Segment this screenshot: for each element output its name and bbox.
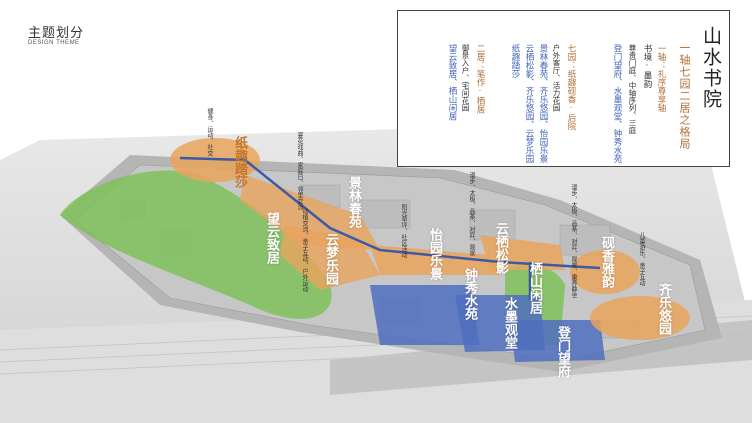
legend-title: 山水书院 <box>700 26 722 110</box>
blue-zone-dengmen <box>510 320 605 362</box>
activity-note-1: 健身、运动、社交 <box>206 108 213 156</box>
orange-zone-yunmeng <box>280 225 380 290</box>
legend-box <box>397 10 730 167</box>
zone-label-jinglin: 景林春苑 <box>346 176 361 228</box>
zone-label-qishan: 栖山闲居 <box>527 262 542 314</box>
page-subtitle: DESIGN THEME <box>28 40 80 46</box>
legend-col-10: 御景入户、宅间花园 <box>461 44 470 112</box>
legend-subtitle: 一轴七园二居之格局 <box>678 42 691 150</box>
activity-note-7: 儿童游乐、亲子互动 <box>638 232 645 286</box>
zone-label-yiyuan: 怡园乐景 <box>427 228 442 280</box>
activity-note-3: 动植交流、亲子互动、户外运动 <box>301 208 308 292</box>
legend-col-6: 景林春苑、齐乐悠园、怡园乐景 <box>538 44 548 163</box>
legend-col-3: 登门望府、水墨观堂、钟秀水苑 <box>612 44 622 163</box>
zone-label-shuimo: 水墨观堂 <box>502 297 517 349</box>
blue-zone-zhongxiu <box>370 285 480 345</box>
zone-label-wangyun: 望云致居 <box>264 212 279 264</box>
zone-label-dengmen: 登门望府 <box>555 326 570 378</box>
zone-label-zhongxiu: 钟秀水苑 <box>462 268 477 320</box>
zone-label-yunqi: 云栖松影 <box>493 222 508 274</box>
green-zone-wangyun <box>60 170 332 319</box>
orange-zone-qile <box>590 296 690 340</box>
legend-col-5: 户外客厅、活力花园 <box>552 44 561 112</box>
page-title: 主题划分 <box>28 26 85 41</box>
legend-col-7: 云栖松影、齐乐悠园、云梦乐园 <box>524 44 534 163</box>
axis-path <box>179 156 601 300</box>
legend-col-8: 纸趣踏莎 <box>510 44 520 78</box>
orange-zone-yanxiang <box>570 250 640 294</box>
legend-col-1: 书境·墨韵 <box>642 44 652 88</box>
legend-col-2: 尊贵门庭、中轴序列、三庭 <box>628 44 637 134</box>
activity-note-5: 漫步、太极、品茶、对弈、观景 <box>468 172 475 256</box>
zone-label-yanxiang: 砚香雅韵 <box>599 236 614 288</box>
zone-label-yunmeng: 云梦乐园 <box>323 233 338 285</box>
legend-col-0: 一轴：礼序尊享轴 <box>656 44 666 112</box>
zone-label-qile: 齐乐悠园 <box>656 283 671 335</box>
activity-note-2: 宴花戏曲、家庭日、邻里交流 <box>296 132 303 210</box>
legend-col-9: 二居：笔作·栖居 <box>475 44 485 114</box>
legend-col-11: 望云致居、栖山闲居 <box>447 44 457 121</box>
activity-note-4: 阳光草坪、社区活动 <box>400 204 407 258</box>
legend-col-4: 七园：纸趣砚香·后院 <box>566 44 576 131</box>
activity-note-6: 漫步、太极、品茶、对弈、观景、康养静坐 <box>570 184 577 298</box>
zone-label-zhiqu: 纸趣踏莎 <box>232 136 247 188</box>
